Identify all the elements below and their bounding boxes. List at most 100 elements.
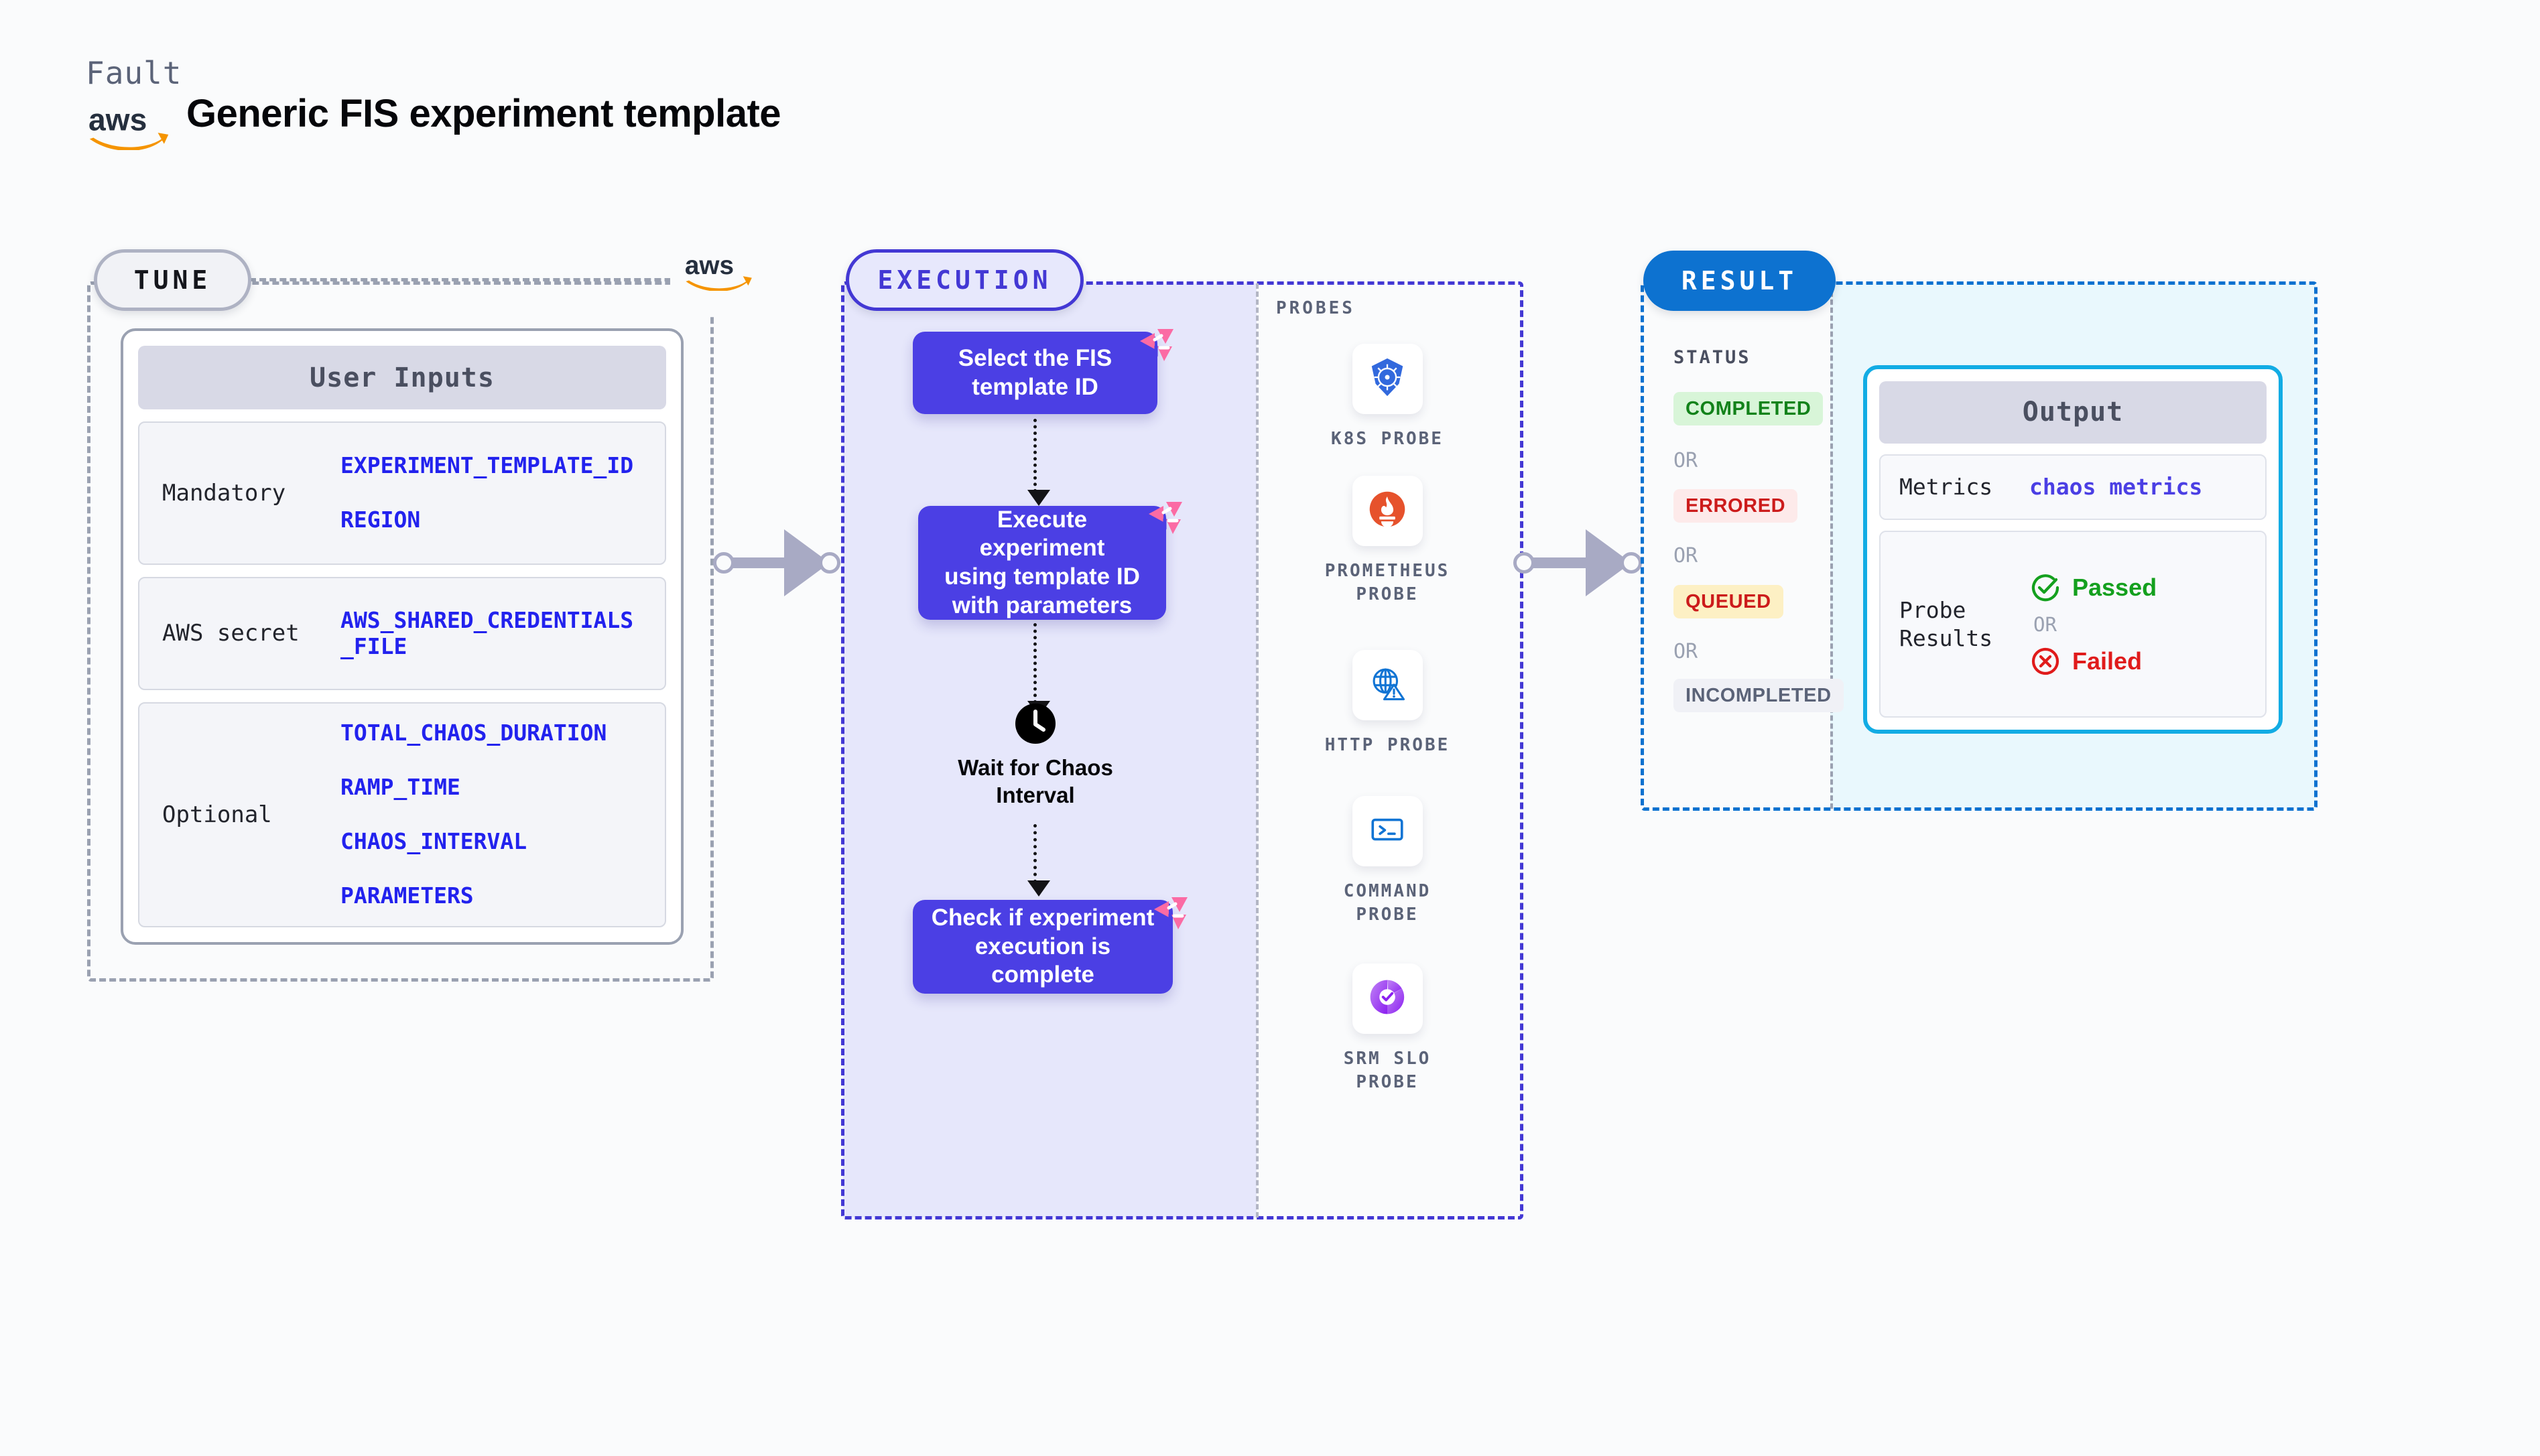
aws-logo-icon: aws: [86, 101, 173, 151]
terminal-icon: [1368, 810, 1407, 852]
result-label-pill: RESULT: [1643, 251, 1836, 311]
probe-label: HTTP PROBE: [1324, 735, 1450, 755]
flow-arrow-2: [1027, 623, 1050, 717]
input-row-label: Optional: [162, 801, 272, 828]
probe-tile: [1352, 964, 1423, 1034]
svg-text:aws: aws: [88, 102, 147, 137]
srm-slo-icon: [1368, 978, 1407, 1020]
user-inputs-card: User Inputs Mandatory EXPERIMENT_TEMPLAT…: [121, 328, 684, 945]
result-status-fill: [1643, 283, 1830, 809]
prometheus-icon: [1368, 490, 1407, 532]
input-value: REGION: [340, 507, 421, 533]
result-inner-divider: [1830, 283, 1833, 809]
probe-item-k8s: K8S PROBE: [1300, 344, 1474, 451]
probe-label: SRM SLO PROBE: [1343, 1049, 1432, 1093]
x-circle-icon: [2029, 645, 2061, 677]
flow-node-execute-experiment: Execute experiment using template ID wit…: [918, 506, 1166, 620]
tune-label-pill: TUNE: [94, 249, 251, 311]
input-value: PARAMETERS: [340, 882, 474, 909]
status-badge-queued: QUEUED: [1673, 585, 1783, 618]
probe-result-failed: Failed: [2029, 645, 2157, 677]
probes-section-title: PROBES: [1276, 298, 1355, 318]
status-section-title: STATUS: [1673, 347, 1751, 368]
execution-zone: [841, 281, 1523, 1219]
http-globe-alert-icon: [1368, 664, 1407, 706]
probe-item-prometheus: PROMETHEUS PROBE: [1300, 476, 1474, 606]
output-metrics-value: chaos metrics: [2029, 474, 2203, 501]
input-row-values: EXPERIMENT_TEMPLATE_ID REGION: [340, 452, 658, 533]
connector-tune-to-execution: [713, 523, 840, 603]
execution-fill: [843, 283, 1257, 1217]
probe-result-passed: Passed: [2029, 572, 2157, 604]
probe-label: PROMETHEUS PROBE: [1324, 561, 1450, 605]
input-value: RAMP_TIME: [340, 774, 460, 801]
input-value: CHAOS_INTERVAL: [340, 828, 527, 855]
clock-icon: [1014, 702, 1057, 745]
flow-node-select-template: Select the FIS template ID: [913, 332, 1157, 414]
status-or-label: OR: [1673, 544, 1698, 568]
input-row-aws-secret: AWS secret AWS_SHARED_CREDENTIALS _FILE: [138, 576, 666, 691]
input-value: EXPERIMENT_TEMPLATE_ID: [340, 452, 634, 479]
tune-top-dashed-line: [249, 278, 712, 281]
flow-node-wait: Wait for Chaos Interval: [938, 702, 1133, 809]
status-badge-completed: COMPLETED: [1673, 392, 1824, 425]
input-value: AWS_SHARED_CREDENTIALS _FILE: [340, 606, 634, 659]
result-zone: [1641, 281, 2317, 811]
output-row-metrics: Metrics chaos metrics: [1879, 454, 2267, 521]
flow-node-text: Check if experiment execution is complet…: [931, 904, 1155, 988]
probe-tile: [1352, 344, 1423, 414]
input-row-mandatory: Mandatory EXPERIMENT_TEMPLATE_ID REGION: [138, 421, 666, 565]
output-row-key: Metrics: [1899, 474, 1993, 501]
flow-node-text: Select the FIS template ID: [958, 344, 1113, 400]
check-circle-icon: [2029, 572, 2061, 604]
input-row-label: AWS secret: [162, 620, 300, 647]
probe-item-srm-slo: SRM SLO PROBE: [1300, 964, 1474, 1094]
probe-tile: [1352, 650, 1423, 720]
probe-result-label: Passed: [2072, 573, 2157, 601]
input-row-optional: Optional TOTAL_CHAOS_DURATION RAMP_TIME …: [138, 702, 666, 927]
probe-label: K8S PROBE: [1331, 429, 1444, 449]
connector-end-dot: [819, 552, 840, 574]
status-or-label: OR: [1673, 640, 1698, 663]
output-title: Output: [1879, 381, 2267, 444]
connector-execution-to-result: [1513, 523, 1642, 603]
execution-label-pill: EXECUTION: [846, 249, 1084, 311]
input-value: TOTAL_CHAOS_DURATION: [340, 720, 607, 746]
output-row-probe-results: Probe Results Passed OR: [1879, 531, 2267, 718]
flow-arrow-1: [1027, 419, 1050, 506]
flow-node-check-complete: Check if experiment execution is complet…: [913, 900, 1173, 994]
user-inputs-title: User Inputs: [138, 346, 666, 410]
kubernetes-icon: [1367, 356, 1408, 401]
connector-start-dot: [1513, 552, 1535, 574]
flow-node-text: Wait for Chaos Interval: [958, 755, 1113, 807]
arrowhead: [1027, 880, 1050, 897]
output-probe-values: Passed OR Failed: [2029, 572, 2157, 677]
execution-probes-divider: [1256, 283, 1259, 1217]
probe-tile: [1352, 796, 1423, 866]
harness-badge-icon: [1137, 326, 1175, 364]
output-card: Output Metrics chaos metrics Probe Resul…: [1863, 365, 2283, 734]
page-title: Generic FIS experiment template: [186, 92, 781, 135]
probe-item-http: HTTP PROBE: [1300, 650, 1474, 757]
input-row-label: Mandatory: [162, 479, 286, 507]
status-badge-errored: ERRORED: [1673, 489, 1798, 523]
input-row-values: TOTAL_CHAOS_DURATION RAMP_TIME CHAOS_INT…: [340, 720, 658, 909]
status-badge-incompleted: INCOMPLETED: [1673, 679, 1844, 712]
arrowhead: [1027, 490, 1050, 506]
probe-tile: [1352, 476, 1423, 546]
page-eyebrow: Fault: [86, 55, 182, 91]
harness-badge-icon: [1151, 895, 1189, 932]
connector-start-dot: [713, 552, 735, 574]
probe-label: COMMAND PROBE: [1343, 881, 1432, 925]
svg-text:aws: aws: [685, 251, 734, 280]
probe-result-label: Failed: [2072, 647, 2143, 675]
probe-result-or-label: OR: [2033, 612, 2057, 636]
flow-arrow-3: [1027, 824, 1050, 897]
probe-item-command: COMMAND PROBE: [1300, 796, 1474, 927]
harness-badge-icon: [1146, 499, 1184, 537]
input-row-values: AWS_SHARED_CREDENTIALS _FILE: [340, 606, 658, 660]
flow-node-text: Execute experiment using template ID wit…: [944, 506, 1140, 618]
status-or-label: OR: [1673, 449, 1698, 472]
tune-aws-logo-icon: aws: [682, 249, 756, 291]
